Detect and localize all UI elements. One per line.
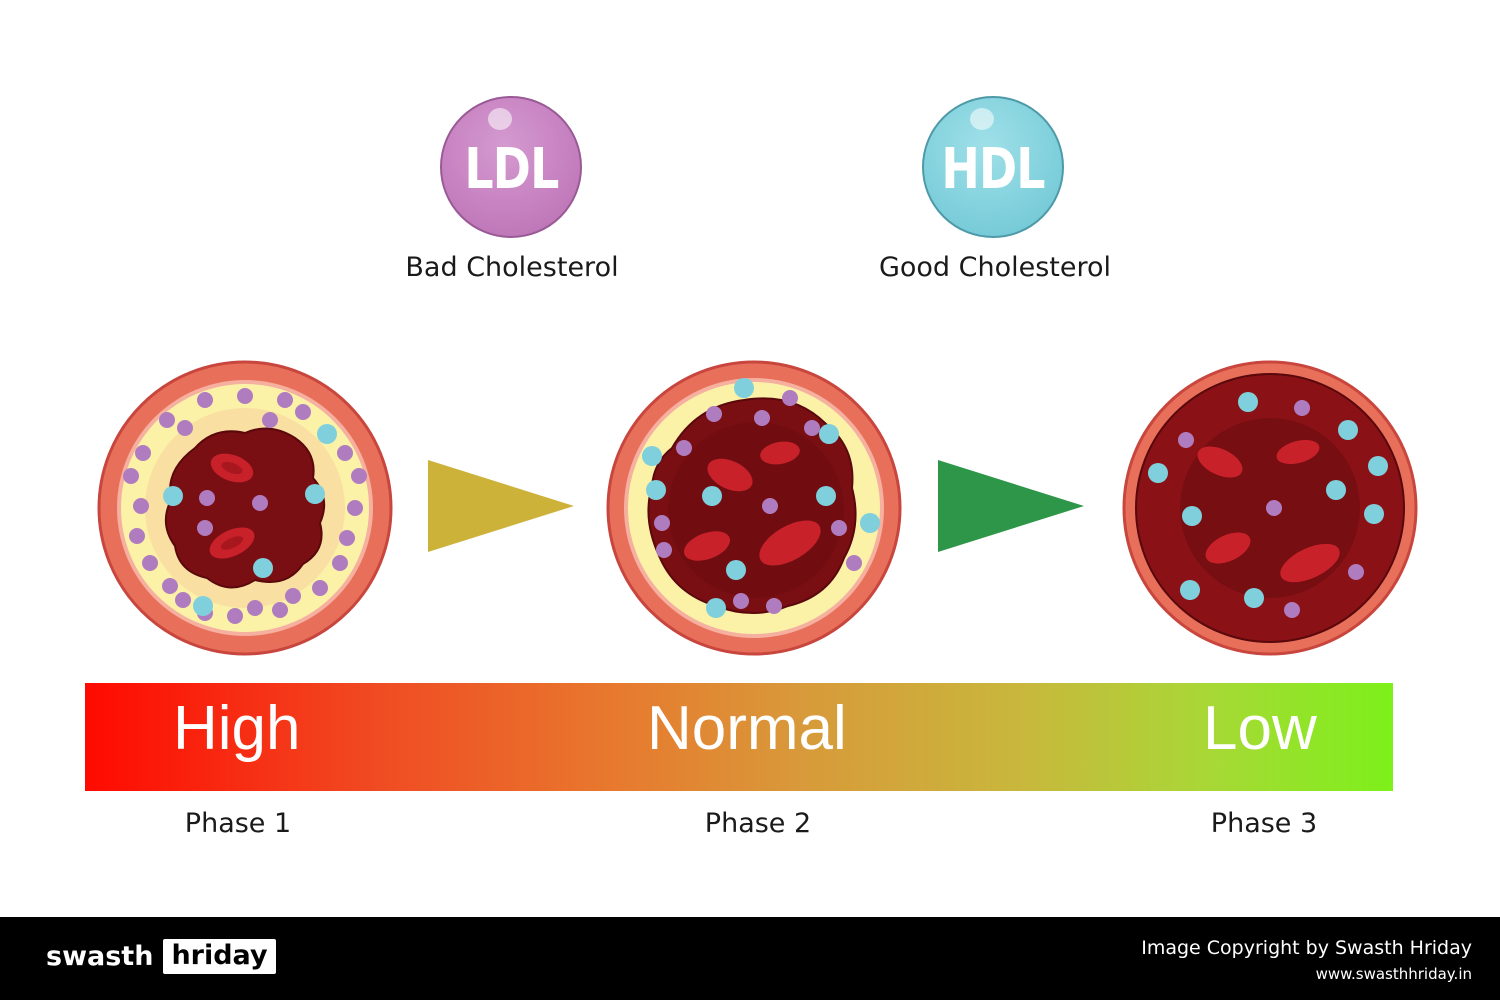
footer: swasth hriday Image Copyright by Swasth … bbox=[0, 917, 1500, 1000]
hdl-particles bbox=[642, 378, 880, 618]
red-blood-cell bbox=[1197, 446, 1243, 478]
vessel-phase-2 bbox=[606, 360, 902, 656]
phase-label-2: Phase 2 bbox=[704, 808, 812, 839]
red-blood-cell bbox=[1205, 532, 1251, 564]
level-label-high: High bbox=[173, 694, 301, 763]
cholesterol-level-bar: High Normal Low bbox=[85, 683, 1393, 791]
lumen-shade bbox=[668, 422, 844, 598]
red-blood-cell bbox=[1280, 543, 1340, 583]
hdl-abbr: HDL bbox=[941, 136, 1045, 202]
hdl-particles bbox=[163, 424, 337, 616]
blood-lumen bbox=[164, 427, 326, 589]
ldl-badge-shine bbox=[488, 108, 512, 130]
level-label-normal: Normal bbox=[647, 694, 847, 763]
red-blood-cell bbox=[760, 441, 800, 465]
ldl-particles bbox=[1178, 400, 1364, 618]
arrow-1 bbox=[428, 460, 574, 552]
hdl-particles bbox=[1148, 392, 1388, 608]
ldl-badge: LDL bbox=[440, 96, 582, 238]
red-blood-cell bbox=[1276, 439, 1320, 465]
red-blood-cell bbox=[684, 531, 730, 561]
vessel-phase-1 bbox=[97, 360, 393, 656]
vessel-phase-3 bbox=[1122, 360, 1418, 656]
ldl-particles bbox=[654, 390, 862, 614]
hdl-label: Good Cholesterol bbox=[878, 252, 1112, 283]
logo-text-swasth: swasth bbox=[46, 941, 154, 972]
logo-text-hriday: hriday bbox=[163, 939, 276, 974]
copyright-text: Image Copyright by Swasth Hriday bbox=[1141, 937, 1472, 959]
ldl-label: Bad Cholesterol bbox=[405, 252, 619, 283]
hdl-badge: HDL bbox=[922, 96, 1064, 238]
level-label-low: Low bbox=[1203, 694, 1317, 763]
website-link[interactable]: www.swasthhriday.in bbox=[1315, 965, 1472, 983]
red-blood-cell-center bbox=[220, 536, 244, 550]
ldl-abbr: LDL bbox=[463, 136, 559, 202]
phase-label-3: Phase 3 bbox=[1210, 808, 1318, 839]
phase-label-1: Phase 1 bbox=[184, 808, 292, 839]
red-blood-cell bbox=[707, 458, 753, 492]
red-blood-cell bbox=[759, 520, 821, 566]
hdl-badge-shine bbox=[970, 108, 994, 130]
red-blood-cell-center bbox=[221, 461, 243, 475]
arrow-2 bbox=[938, 460, 1084, 552]
brand-logo[interactable]: swasth hriday bbox=[46, 939, 276, 974]
